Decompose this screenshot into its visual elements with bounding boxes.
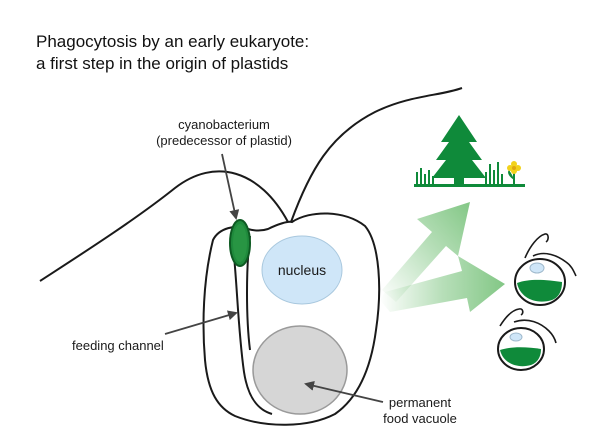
vacuole-arrow xyxy=(304,380,384,403)
cyanobacterium-label: cyanobacterium (predecessor of plastid) xyxy=(139,117,309,149)
nucleus-label: nucleus xyxy=(278,262,326,278)
evolution-arrow-right xyxy=(380,256,505,312)
nucleus xyxy=(261,235,343,305)
tree-icon xyxy=(432,115,486,185)
feeding-channel xyxy=(232,245,273,415)
flagellum-right xyxy=(290,87,463,223)
title-line-2: a first step in the origin of plastids xyxy=(36,54,289,73)
feeding-channel-label: feeding channel xyxy=(72,338,164,353)
evolution-arrows xyxy=(380,202,505,312)
feeding-channel-arrow xyxy=(164,310,238,335)
vacuole-label-line-2: food vacuole xyxy=(383,411,457,426)
diagram-title: Phagocytosis by an early eukaryote: a fi… xyxy=(36,31,309,75)
cyanobacterium-label-line-1: cyanobacterium xyxy=(178,117,270,132)
cyanobacterium-label-line-2: (predecessor of plastid) xyxy=(156,133,292,148)
land-plants-icon xyxy=(414,115,525,187)
algal-cell-icon-2 xyxy=(497,308,557,371)
eukaryote-cell xyxy=(202,212,381,426)
vacuole-label-line-1: permanent xyxy=(388,395,452,410)
title-line-1: Phagocytosis by an early eukaryote: xyxy=(36,32,310,51)
cyanobacterium-arrow xyxy=(221,153,240,220)
vacuole-label: permanent food vacuole xyxy=(370,395,470,427)
grass-icon xyxy=(416,162,503,184)
food-vacuole xyxy=(252,325,348,415)
evolution-arrow-up xyxy=(382,202,470,302)
flagellum-left xyxy=(39,170,289,282)
algal-cell-icon xyxy=(514,233,577,306)
flower-icon xyxy=(507,161,521,184)
